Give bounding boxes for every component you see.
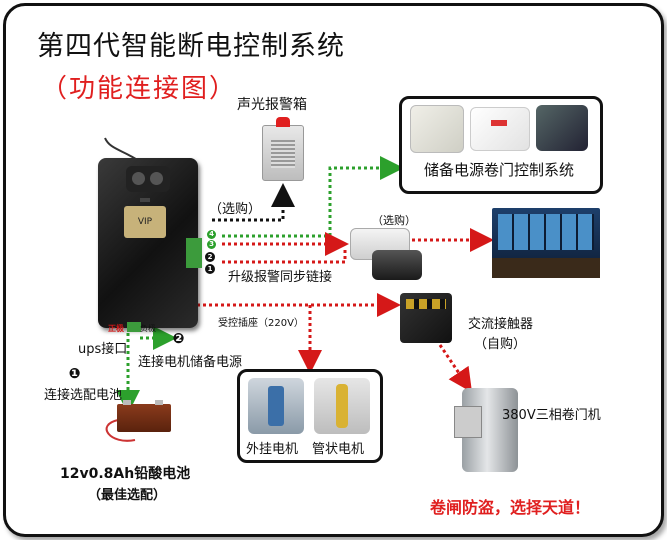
door-machine-image bbox=[454, 388, 518, 472]
monitoring-center-image bbox=[492, 208, 600, 278]
door-machine-housing bbox=[454, 406, 482, 438]
tubular-motor-label: 管状电机 bbox=[312, 442, 365, 457]
ac-contactor-image bbox=[400, 293, 452, 343]
optional-purchase-label: （选购） bbox=[209, 202, 262, 217]
step-2-badge: ❷ bbox=[172, 331, 185, 347]
page-subtitle: （功能连接图） bbox=[41, 74, 238, 104]
slogan: 卷闸防盗，选择天道！ bbox=[430, 498, 591, 517]
motor-types-box: 外挂电机 管状电机 bbox=[237, 369, 383, 463]
ac-contactor-label: 交流接触器 bbox=[468, 317, 534, 332]
operator-desk bbox=[492, 258, 600, 278]
alarm-box-label: 声光报警箱 bbox=[237, 97, 307, 113]
optional-purchase-label-2: （选购） bbox=[372, 214, 416, 227]
tube-body bbox=[336, 384, 348, 428]
battery-spec: 12v0.8Ah铅酸电池 bbox=[60, 466, 191, 482]
main-controller-device: VIP bbox=[98, 158, 198, 328]
step-1-badge: ❶ bbox=[68, 366, 81, 382]
connect-battery-label: 连接选配电池 bbox=[44, 388, 123, 403]
backup-power-system-label: 储备电源卷门控制系统 bbox=[424, 161, 575, 179]
device-logo: VIP bbox=[124, 206, 166, 238]
terminal-block bbox=[186, 238, 202, 268]
backup-product-photo-3 bbox=[536, 105, 588, 151]
backup-product-photo-2 bbox=[470, 107, 530, 151]
line-to-door bbox=[438, 344, 473, 393]
device-top-panel bbox=[126, 166, 170, 192]
alarm-grille bbox=[271, 140, 295, 168]
connect-backup-label: 连接电机储备电源 bbox=[138, 355, 243, 370]
battery-terminal bbox=[123, 400, 131, 405]
keypad-image bbox=[372, 250, 422, 280]
port-number-4: 4 bbox=[207, 230, 216, 239]
device-button bbox=[132, 172, 145, 185]
negative-terminal-label: 负极 bbox=[140, 324, 156, 333]
positive-terminal-label: 正极 bbox=[108, 324, 124, 333]
battery-image bbox=[117, 400, 171, 432]
battery-note: （最佳选配） bbox=[88, 488, 167, 503]
device-speaker bbox=[140, 198, 150, 202]
backup-power-system-box: 储备电源卷门控制系统 bbox=[399, 96, 603, 194]
battery-wire bbox=[105, 419, 136, 442]
external-motor-label: 外挂电机 bbox=[246, 442, 299, 457]
port-number-3: 3 bbox=[207, 240, 216, 249]
line-upgrade-link bbox=[222, 250, 347, 264]
ac-contactor-note: （自购） bbox=[474, 337, 527, 352]
tubular-motor-image bbox=[314, 378, 370, 434]
page-title: 第四代智能断电控制系统 bbox=[37, 31, 345, 62]
door-machine-label: 380V三相卷门机 bbox=[502, 408, 601, 423]
contactor-terminal bbox=[406, 299, 446, 309]
ups-port-label: ups接口 bbox=[78, 342, 128, 357]
port-number-1: 1 bbox=[205, 264, 215, 274]
bottom-terminal bbox=[127, 322, 141, 332]
device-button bbox=[150, 172, 163, 185]
battery-terminal bbox=[155, 400, 163, 405]
alarm-box-image bbox=[262, 117, 304, 181]
line-to-backup-system bbox=[222, 156, 404, 238]
socket-label: 受控插座（220V） bbox=[218, 318, 304, 329]
alarm-light bbox=[276, 117, 290, 127]
monitor-screens bbox=[498, 214, 594, 250]
photo-red-mark bbox=[491, 120, 507, 126]
motor-body bbox=[268, 386, 284, 426]
backup-product-photo-1 bbox=[410, 105, 464, 153]
port-number-2: 2 bbox=[205, 252, 215, 262]
external-motor-image bbox=[248, 378, 304, 434]
upgrade-link-label: 升级报警同步链接 bbox=[228, 270, 333, 285]
